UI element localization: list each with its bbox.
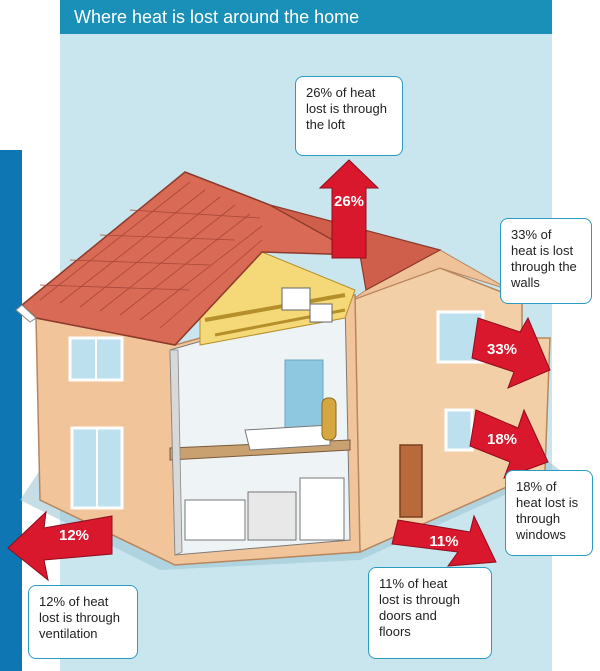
arrow-walls: 33% [471, 316, 551, 389]
water-tank [281, 287, 311, 311]
arrow-label-windows: 18% [487, 431, 517, 448]
water-tank [309, 303, 333, 323]
page-title: Where heat is lost around the home [60, 0, 552, 34]
callout-ventilation: 12% of heat lost is through ventilation [28, 585, 138, 659]
callout-line: lost is through [379, 592, 460, 607]
callout-line: floors [379, 624, 411, 639]
arrow-loft: 26% [318, 159, 380, 259]
roof-tile-lines [39, 181, 263, 329]
side-gable [351, 249, 511, 301]
callout-windows: 18% of heat lost is through windows [505, 470, 593, 556]
hot-water-cylinder [321, 397, 337, 441]
callout-line: heat lost is [516, 495, 579, 510]
callout-line: 11% of heat [379, 576, 448, 591]
loft-beam [204, 293, 346, 322]
callout-line: heat is lost [511, 243, 574, 258]
callout-line: doors and [379, 608, 437, 623]
callout-line: through the [511, 259, 577, 274]
callout-line: through [516, 511, 561, 526]
callout-line: ventilation [39, 626, 98, 641]
callout-loft: 26% of heat lost is through the loft [295, 76, 403, 156]
arrow-label-loft: 26% [334, 193, 364, 210]
callout-line: lost is through [306, 101, 387, 116]
arrow-label-walls: 33% [487, 341, 517, 358]
arrow-label-ventilation: 12% [59, 527, 89, 544]
callout-line: 12% of heat [39, 594, 109, 609]
side-door [399, 444, 423, 518]
fridge [299, 477, 345, 541]
wall-cut-edge [169, 349, 183, 556]
callout-line: the loft [306, 117, 346, 132]
callout-line: 33% of [511, 227, 552, 242]
arrow-label-doors-floors: 11% [429, 533, 458, 550]
roof-rear-slope [184, 171, 442, 291]
kitchen-unit [184, 499, 246, 541]
arrow-doors-floors: 11% [391, 514, 497, 567]
callout-walls: 33% of heat is lost through the walls [500, 218, 592, 304]
callout-line: 26% of heat [306, 85, 376, 100]
bathtub [244, 424, 331, 451]
arrow-windows: 18% [469, 408, 549, 479]
callout-line: 18% of [516, 479, 557, 494]
arrow-ventilation: 12% [7, 510, 113, 582]
side-lower-window [444, 408, 474, 452]
callout-line: lost is through [39, 610, 120, 625]
callout-doors-floors: 11% of heat lost is through doors and fl… [368, 567, 492, 659]
callout-line: windows [516, 527, 566, 542]
callout-line: walls [511, 275, 540, 290]
kitchen-unit [247, 491, 297, 541]
roof-fascia [15, 304, 37, 323]
